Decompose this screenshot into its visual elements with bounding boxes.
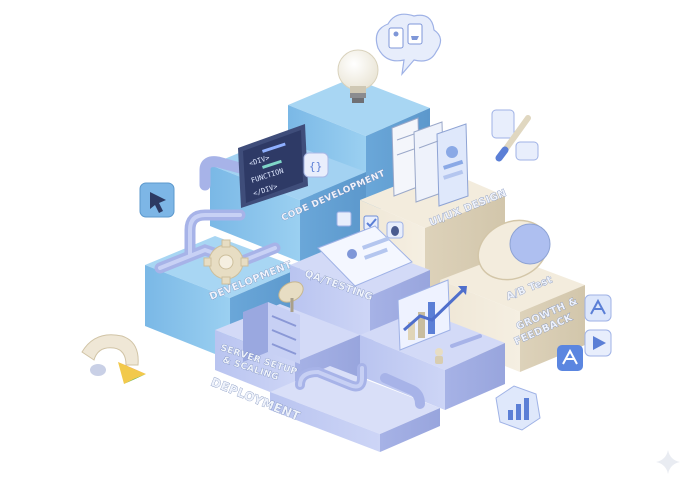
square-tile-icon xyxy=(336,211,352,227)
code-bracket-tile-icon: {} xyxy=(303,152,329,178)
svg-text:{}: {} xyxy=(309,160,322,173)
pipes-icon xyxy=(295,363,425,409)
qa-testing-screen-icon xyxy=(317,225,413,287)
slider-icon xyxy=(450,334,482,348)
lightbulb-icon xyxy=(337,49,379,103)
user-figure-icon xyxy=(435,348,443,364)
cursor-icon xyxy=(139,182,175,218)
deployment-block xyxy=(270,366,440,452)
code-monitor-icon: <DIV> FUNCTION </DIV> xyxy=(238,124,308,208)
satellite-dish-icon xyxy=(278,281,304,312)
play-store-icon xyxy=(584,329,612,357)
bug-icon xyxy=(386,221,404,239)
phone-mockups-icon xyxy=(391,117,469,207)
play-store-arch-icon xyxy=(81,334,146,384)
wireframe-cloud-icon xyxy=(375,13,442,76)
toggle-icon xyxy=(477,219,551,281)
paintbrush-icon xyxy=(491,109,539,162)
server-rack-icon xyxy=(243,302,300,364)
sparkle-icon xyxy=(656,450,680,474)
analytics-hexagon-icon xyxy=(495,385,541,431)
analytics-block xyxy=(360,310,505,410)
app-store-icon xyxy=(557,294,612,371)
growth-chart-icon xyxy=(397,279,467,351)
gear-icon xyxy=(203,239,249,285)
